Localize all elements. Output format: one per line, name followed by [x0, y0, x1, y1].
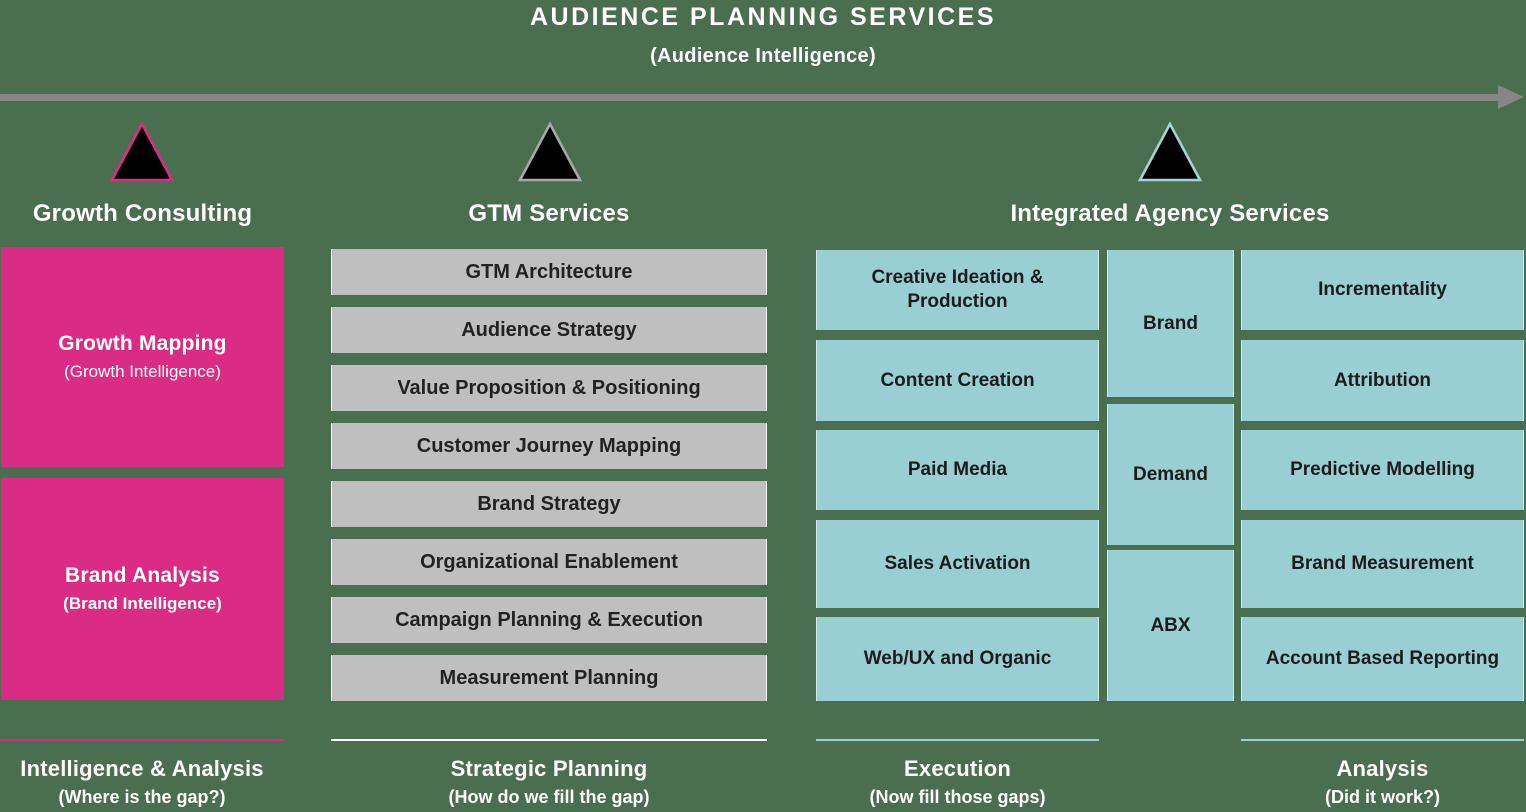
footer-sublabel-execution: (Now fill those gaps)	[869, 787, 1046, 807]
execution-item: Sales Activation	[816, 520, 1099, 608]
motion-item-abx: ABX	[1107, 550, 1234, 701]
growth-mapping-box: Growth Mapping (Growth Intelligence)	[1, 247, 284, 467]
gtm-item: Campaign Planning & Execution	[331, 597, 767, 643]
milestone-triangle-gray-icon	[517, 121, 583, 182]
gtm-item: Audience Strategy	[331, 307, 767, 353]
timeline-arrow-head-icon	[1498, 85, 1524, 109]
footer-label-execution: Execution	[904, 756, 1011, 781]
page-subtitle: (Audience Intelligence)	[650, 45, 876, 67]
analysis-item: Account Based Reporting	[1241, 617, 1524, 701]
gtm-item: Brand Strategy	[331, 481, 767, 527]
motion-item-brand: Brand	[1107, 250, 1234, 397]
analysis-item: Incrementality	[1241, 250, 1524, 330]
footer-rule-analysis	[1241, 739, 1524, 741]
page-title: AUDIENCE PLANNING SERVICES	[530, 3, 996, 31]
execution-item: Content Creation	[816, 340, 1099, 421]
gtm-item: Value Proposition & Positioning	[331, 365, 767, 411]
footer-rule-growth	[0, 739, 284, 741]
gtm-item: GTM Architecture	[331, 249, 767, 295]
header-integrated-agency-services: Integrated Agency Services	[1010, 200, 1330, 227]
milestone-triangle-teal-icon	[1137, 121, 1203, 182]
footer-label-analysis: Analysis	[1336, 756, 1429, 781]
footer-rule-gtm	[331, 739, 767, 741]
analysis-item: Predictive Modelling	[1241, 430, 1524, 510]
analysis-item: Attribution	[1241, 340, 1524, 421]
header-growth-consulting: Growth Consulting	[32, 200, 253, 227]
gtm-item: Customer Journey Mapping	[331, 423, 767, 469]
motion-item-demand: Demand	[1107, 404, 1234, 545]
footer-sublabel-intelligence-analysis: (Where is the gap?)	[58, 787, 226, 807]
growth-mapping-title: Growth Mapping	[58, 332, 227, 355]
execution-item: Creative Ideation & Production	[816, 250, 1099, 330]
footer-rule-execution	[816, 739, 1099, 741]
gtm-item: Organizational Enablement	[331, 539, 767, 585]
footer-sublabel-analysis: (Did it work?)	[1325, 787, 1440, 807]
timeline-arrow-shaft	[0, 94, 1500, 101]
gtm-item: Measurement Planning	[331, 655, 767, 701]
footer-label-intelligence-analysis: Intelligence & Analysis	[20, 756, 264, 781]
header-gtm-services: GTM Services	[468, 200, 630, 227]
execution-item: Web/UX and Organic	[816, 617, 1099, 701]
growth-mapping-subtitle: (Growth Intelligence)	[64, 362, 221, 381]
milestone-triangle-pink-icon	[109, 121, 175, 182]
brand-analysis-box: Brand Analysis (Brand Intelligence)	[1, 478, 284, 700]
footer-sublabel-strategic-planning: (How do we fill the gap)	[448, 787, 650, 807]
execution-item: Paid Media	[816, 430, 1099, 510]
brand-analysis-subtitle: (Brand Intelligence)	[63, 594, 222, 613]
analysis-item: Brand Measurement	[1241, 520, 1524, 608]
footer-label-strategic-planning: Strategic Planning	[450, 756, 648, 781]
brand-analysis-title: Brand Analysis	[65, 564, 220, 587]
